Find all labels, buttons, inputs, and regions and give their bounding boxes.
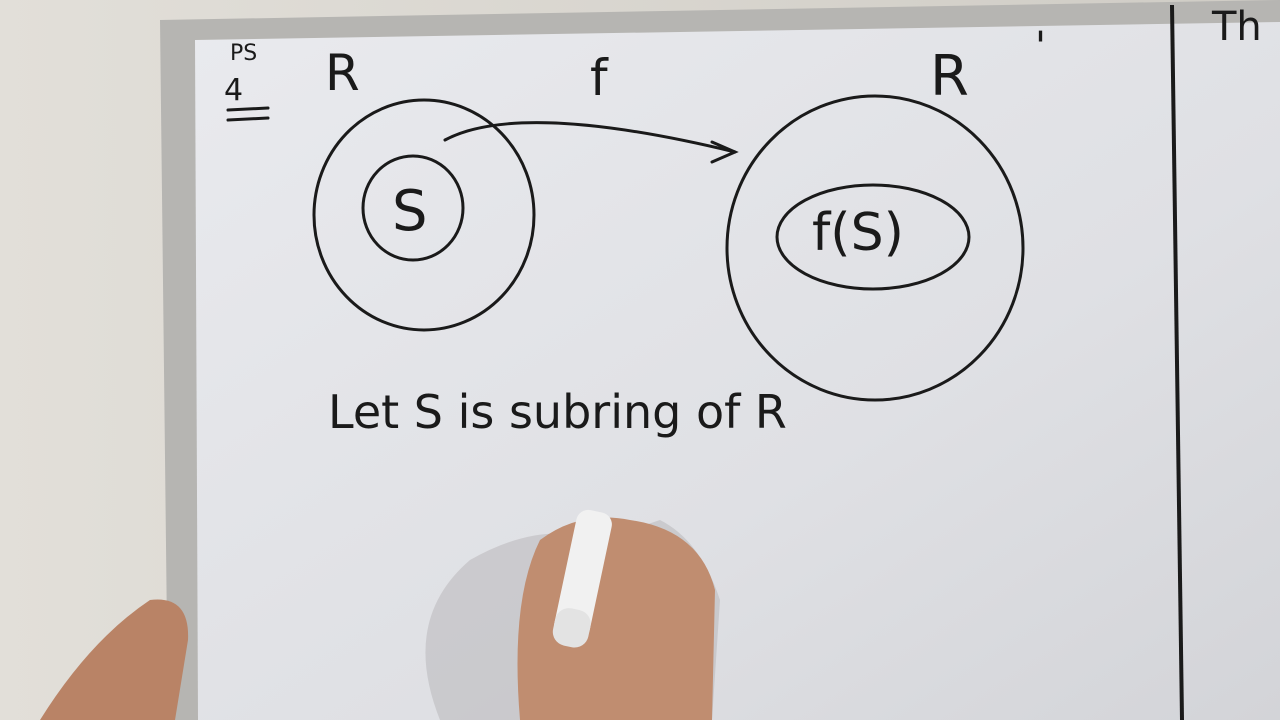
image-ellipse — [775, 183, 971, 291]
corner-note-top: PS — [230, 41, 257, 66]
arrowhead-icon — [710, 140, 739, 164]
underline — [226, 106, 270, 122]
image-label: f(S) — [812, 203, 904, 263]
codomain-circle — [725, 94, 1025, 402]
subset-circle — [361, 154, 465, 262]
codomain-prime: ' — [1035, 24, 1046, 70]
codomain-label: R — [930, 44, 969, 109]
domain-circle — [312, 98, 536, 332]
board-surface — [195, 22, 1280, 720]
subset-label: S — [392, 179, 428, 244]
diagram — [226, 94, 1025, 402]
divider-line — [1170, 4, 1184, 720]
edge-text: Th — [1211, 4, 1262, 50]
map-label: f — [590, 49, 609, 107]
hand-with-marker — [425, 509, 720, 720]
map-arrow — [443, 121, 737, 154]
corner-note-bottom: 4 — [224, 73, 243, 108]
domain-label: R — [325, 44, 360, 102]
sentence: Let S is subring of R — [328, 385, 787, 439]
marker-icon — [554, 509, 612, 641]
left-hand — [40, 599, 189, 720]
